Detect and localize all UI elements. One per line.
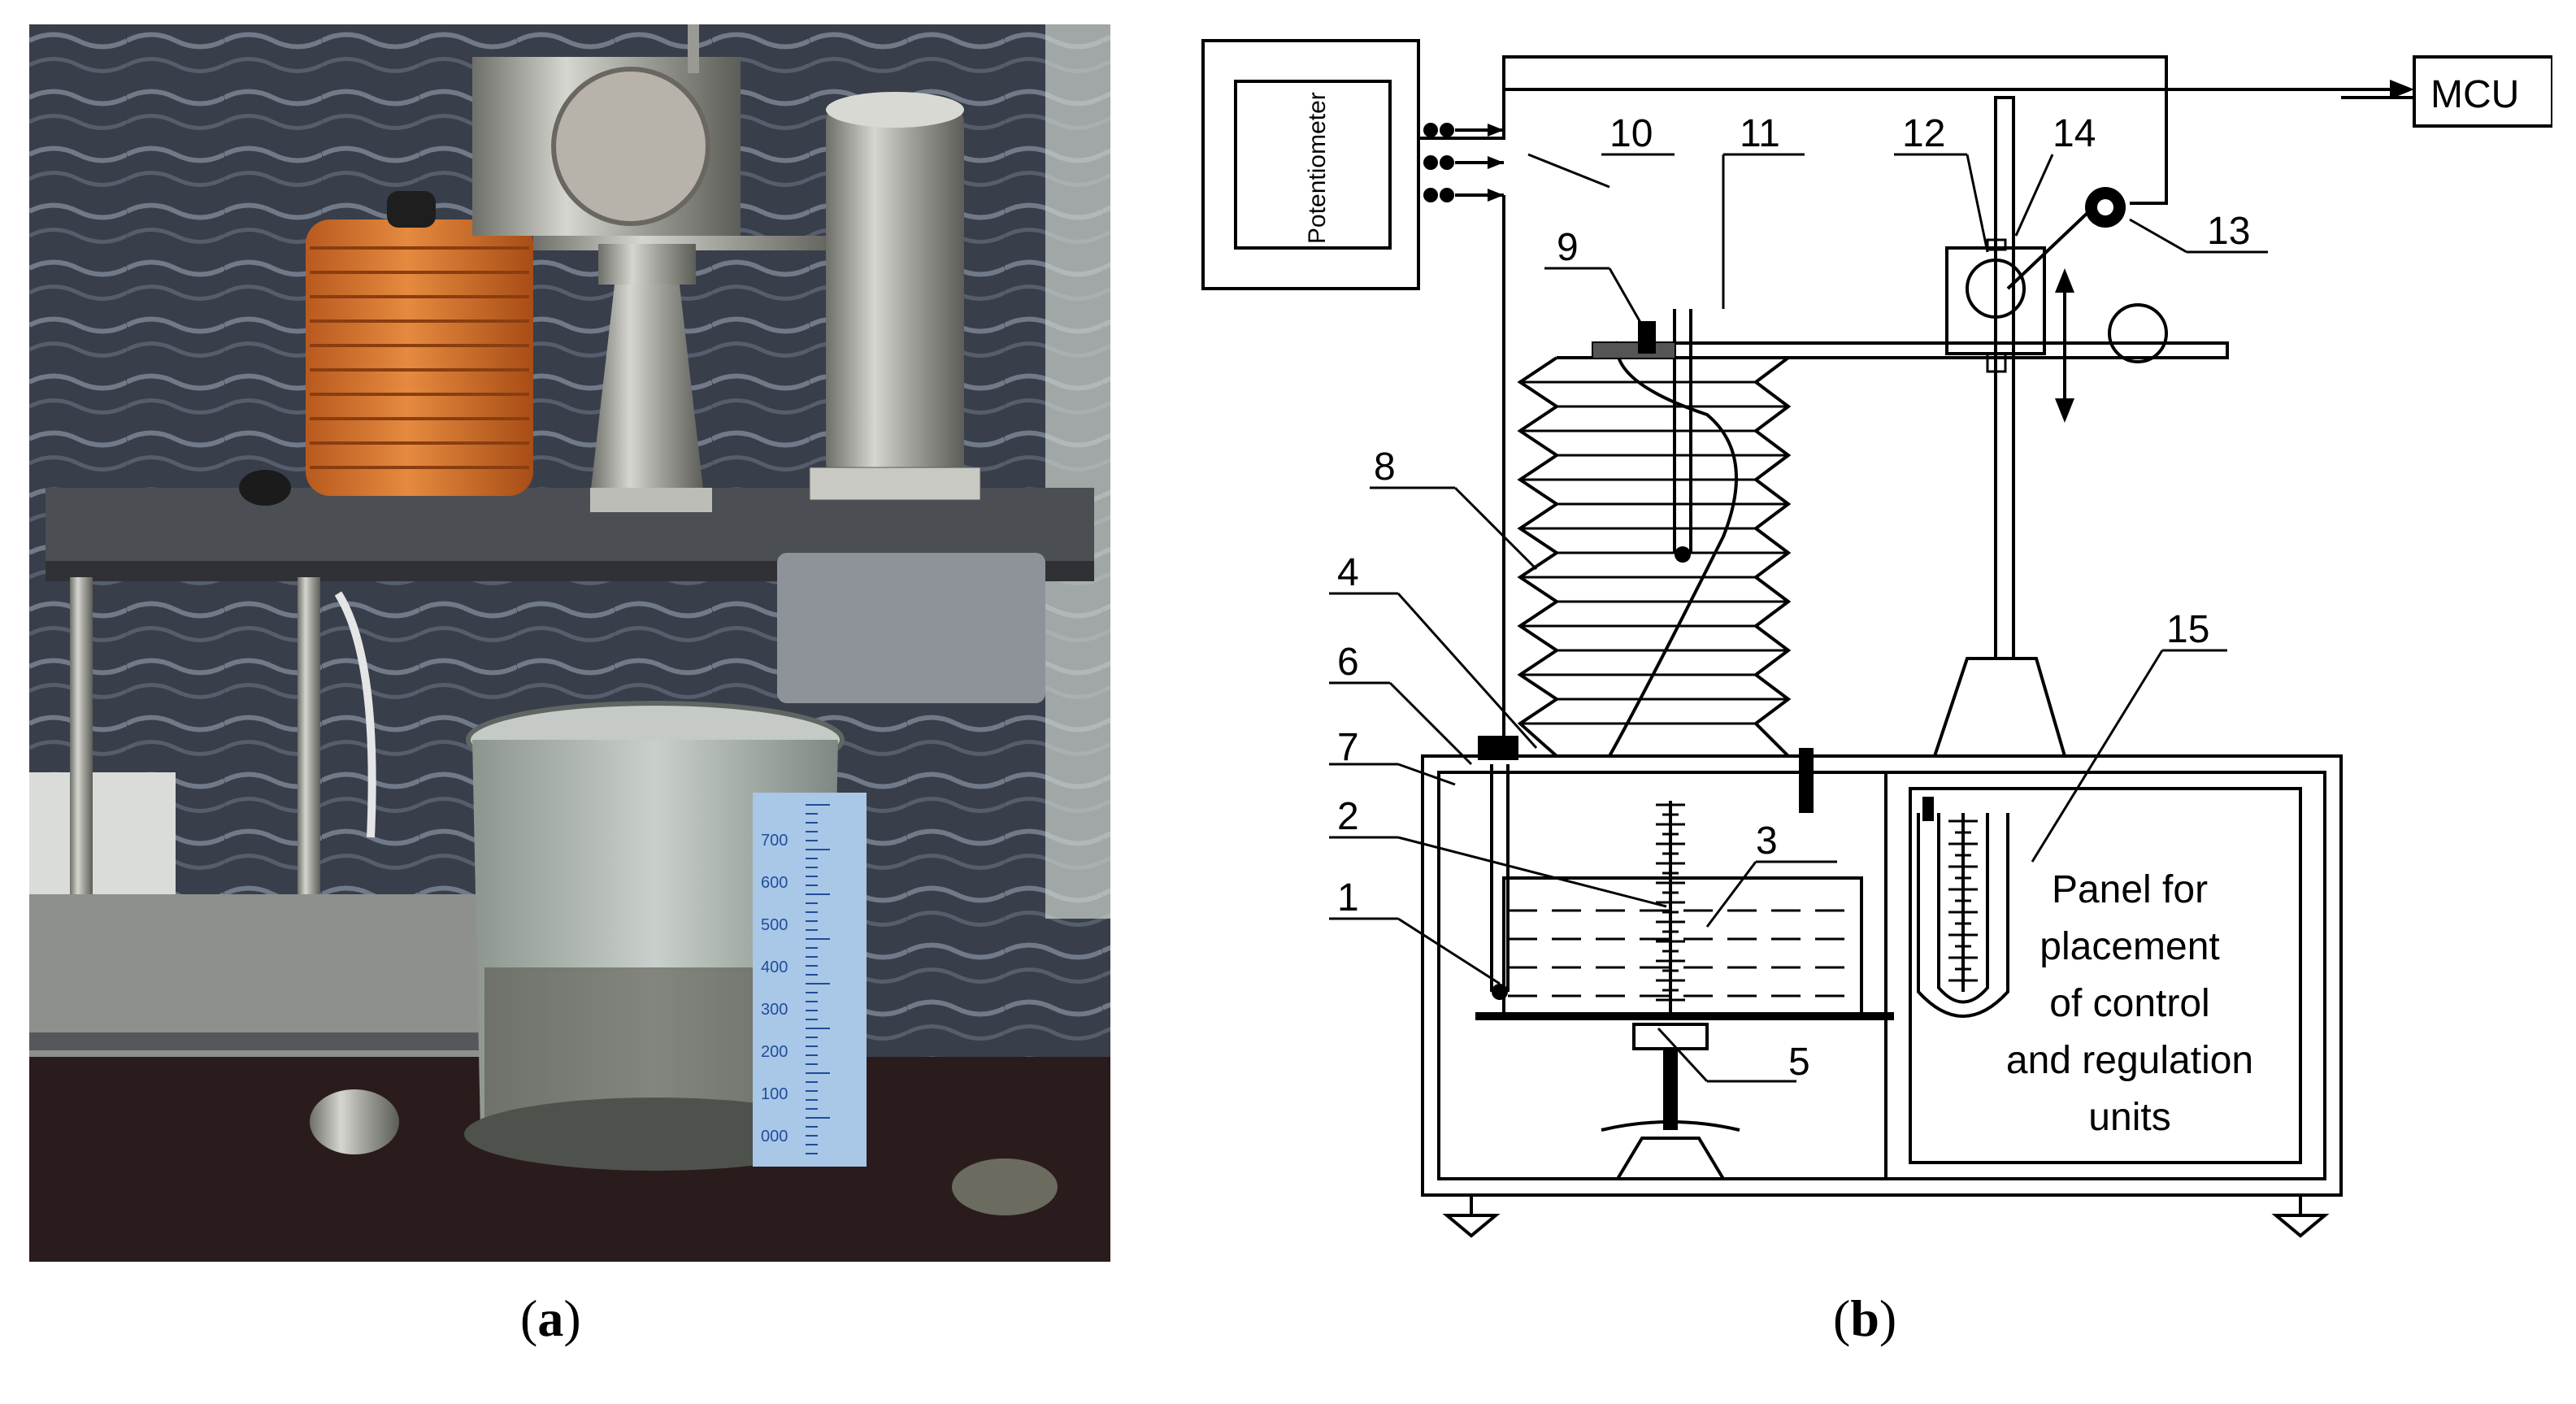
potentiometer-screen	[1234, 80, 1392, 250]
part-numbers: 1 2 3 4 5 6 7 8 9 10 11 12 13 14 15	[1337, 112, 2250, 1084]
u-tube-15	[1917, 813, 2009, 1018]
scale-tick-label: 000	[761, 1128, 788, 1145]
glass-beaker: 700 600 500 400 300 200 100 000	[464, 701, 867, 1171]
part-number: 8	[1374, 446, 1396, 489]
panel-letter-a: a	[537, 1289, 564, 1347]
orange-bellows	[306, 191, 533, 496]
panel-text: Panel for placement of control and regul…	[2006, 868, 2253, 1139]
panel-label-b: (b)	[1833, 1289, 1896, 1349]
part-number: 10	[1609, 112, 1653, 155]
paren-close: )	[1879, 1289, 1897, 1347]
part-number: 4	[1337, 551, 1359, 594]
potentiometer-box	[1201, 39, 1420, 290]
top-mechanism	[472, 24, 842, 512]
panel-text-line: of control	[2049, 982, 2209, 1025]
paren-open: (	[520, 1289, 538, 1347]
panel-text-line: and regulation	[2006, 1039, 2253, 1082]
part-number: 15	[2166, 608, 2209, 651]
part-number: 5	[1788, 1041, 1810, 1084]
paren-close: )	[563, 1289, 581, 1347]
mcu-box	[2413, 55, 2552, 128]
bellows	[1517, 356, 1793, 758]
measuring-scale	[753, 793, 867, 1167]
part-number: 6	[1337, 641, 1359, 684]
panel-text-line: placement	[2040, 925, 2219, 968]
lifting-jack	[1632, 1023, 1709, 1050]
scale-tick-label: 500	[761, 916, 788, 934]
part-number: 12	[1902, 112, 1945, 155]
control-panel	[1909, 787, 2302, 1164]
panel-label-a: (a)	[520, 1289, 581, 1349]
scale-tick-label: 100	[761, 1085, 788, 1103]
part-number: 2	[1337, 795, 1359, 838]
column-14	[1994, 96, 2015, 660]
part-number: 14	[2053, 112, 2096, 155]
panel-text-line: units	[2088, 1096, 2170, 1139]
scale-tick-label: 300	[761, 1001, 788, 1019]
screw-knob	[310, 1089, 399, 1154]
part-number: 13	[2207, 210, 2250, 253]
panel-letter-b: b	[1850, 1289, 1879, 1347]
potentiometer-label: Potentiometer	[1304, 92, 1331, 244]
paren-open: (	[1833, 1289, 1851, 1347]
part-number: 7	[1337, 726, 1359, 769]
diagram-b: Potentiometer MCU Panel for placement of…	[1201, 39, 2552, 1238]
steel-cylinder	[809, 92, 981, 501]
part-number: 1	[1337, 876, 1359, 919]
scale-ticks: 700 600 500 400 300 200 100 000	[761, 804, 830, 1154]
grey-box	[777, 553, 1045, 703]
top-plate	[1592, 341, 2229, 359]
mcu-label: MCU	[2430, 73, 2519, 116]
main-cabinet	[1421, 754, 2343, 1197]
panel-text-line: Panel for	[2052, 868, 2208, 911]
part-number: 9	[1557, 226, 1579, 269]
part-number: 11	[1740, 112, 1780, 155]
part-number: 3	[1756, 819, 1778, 863]
scale-tick-label: 700	[761, 832, 788, 850]
photo-a: 700 600 500 400 300 200 100 000	[29, 24, 1110, 1262]
scale-tick-label: 200	[761, 1043, 788, 1061]
scale-tick-label: 400	[761, 958, 788, 976]
scale-tick-label: 600	[761, 874, 788, 892]
